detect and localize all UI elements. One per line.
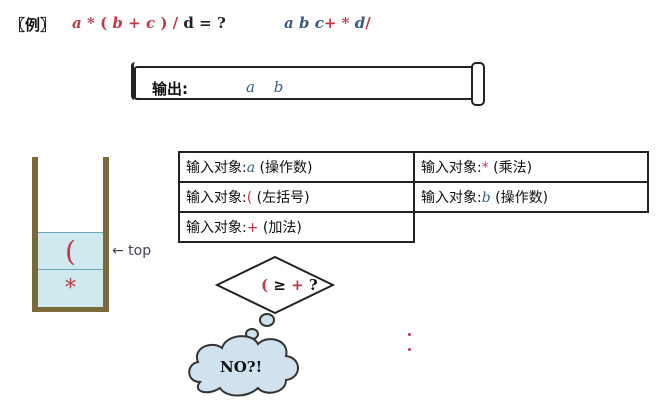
postfix-token: * [341,14,350,32]
cell-desc: (加法) [258,220,302,236]
table-cell: 输入对象:( (左括号) [178,181,415,213]
table-cell: 输入对象:b (操作数) [413,181,649,213]
table-empty-cell [414,212,648,242]
decision-op: ≥ [268,276,292,294]
cell-object: * [481,160,489,176]
cell-desc: (操作数) [255,160,313,176]
stack-cell-top: ( [38,232,103,269]
table-row: 输入对象:+ (加法) [178,211,648,243]
cell-desc: (左括号) [252,190,310,206]
output-values: a b [246,78,284,96]
red-dot [408,348,411,351]
infix-token: c [145,14,156,32]
infix-token: ) [160,14,168,32]
infix-token: ( [100,14,108,32]
cell-desc: (操作数) [490,190,549,206]
postfix-token: / [365,14,371,32]
output-label: 输出: [152,80,188,98]
output-scroll [134,66,482,100]
table-cell: 输入对象:+ (加法) [178,211,415,243]
cell-prefix: 输入对象: [186,220,247,236]
postfix-token: d [354,14,366,32]
stack-top-pointer: ← top [112,243,152,259]
scroll-curl-right [471,62,485,106]
table-cell: 输入对象:a (操作数) [178,151,415,183]
postfix-token: + [323,14,337,32]
cell-object: b [481,190,491,206]
infix-token: * [86,14,95,32]
infix-token: d [183,14,194,32]
cloud-shape [188,335,299,397]
postfix-token: b [298,14,310,32]
infix-expression: a * ( b + c ) / d = ? [72,14,226,32]
infix-token: + [128,14,141,32]
input-table: 输入对象:a (操作数) 输入对象:* (乘法) 输入对象:( (左括号) 输入… [178,151,649,243]
decision-left: ( [261,276,269,294]
stack-bottom [32,306,109,312]
decision-tail: ? [303,276,318,294]
stack-wall-right [103,157,109,312]
decision-right: + [291,276,304,294]
postfix-token: a [284,14,294,32]
cell-object: a [246,160,256,176]
example-label: 〖例〗 [10,16,56,34]
infix-token: / [172,14,179,32]
stack-wall-left [32,157,38,312]
table-row: 输入对象:a (操作数) 输入对象:* (乘法) [178,151,649,183]
cloud-text: NO?! [220,358,263,376]
cell-prefix: 输入对象: [421,160,482,176]
red-dot [408,333,411,336]
decision-text: ( ≥ + ? [261,276,318,294]
infix-token: ? [216,14,226,32]
cell-object: + [246,220,259,236]
decision-diamond [215,255,335,315]
cell-object: ( [246,190,253,206]
cell-prefix: 输入对象: [186,160,247,176]
table-cell: 输入对象:* (乘法) [413,151,649,183]
infix-token: b [112,14,123,32]
scroll-curl-left [131,62,142,100]
infix-token: = [199,14,212,32]
postfix-expression: a b c+ * d/ [284,14,371,32]
cell-prefix: 输入对象: [421,190,482,206]
cell-desc: (乘法) [488,160,533,176]
cell-prefix: 输入对象: [186,190,247,206]
postfix-token: c [314,14,324,32]
thought-bubble [259,313,275,327]
table-row: 输入对象:( (左括号) 输入对象:b (操作数) [178,181,649,213]
infix-token: a [72,14,82,32]
stack-cell-bottom: * [38,269,103,307]
